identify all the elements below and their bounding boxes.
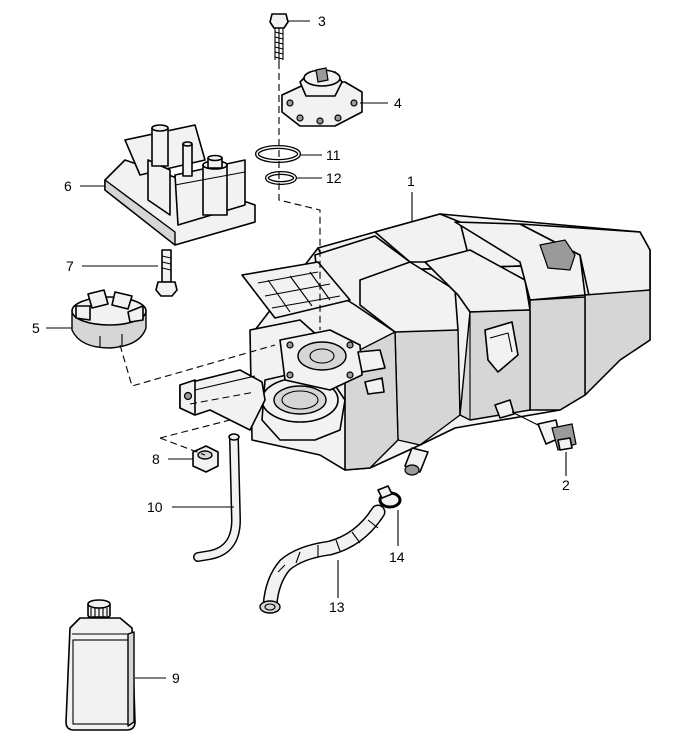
callout-8: 8 bbox=[152, 451, 160, 467]
callout-1: 1 bbox=[407, 173, 415, 189]
coolant-hose bbox=[259, 504, 386, 614]
o-ring-large bbox=[255, 145, 301, 163]
callout-14: 14 bbox=[389, 549, 405, 565]
callout-9: 9 bbox=[172, 670, 180, 686]
tank-cover-flange bbox=[281, 67, 363, 127]
level-sensor bbox=[511, 411, 577, 451]
coolant-bottle bbox=[65, 599, 136, 731]
o-ring-small bbox=[265, 171, 297, 185]
hose-clamp bbox=[377, 485, 402, 509]
coolant-expansion-tank bbox=[241, 213, 651, 476]
callout-3: 3 bbox=[318, 13, 326, 29]
callout-6: 6 bbox=[64, 178, 72, 194]
callout-7: 7 bbox=[66, 258, 74, 274]
callout-10: 10 bbox=[147, 499, 163, 515]
mounting-bolt bbox=[155, 249, 178, 297]
leader-lines bbox=[46, 20, 567, 679]
callout-11: 11 bbox=[326, 147, 341, 163]
rubber-mount bbox=[71, 289, 147, 349]
callout-2: 2 bbox=[562, 477, 570, 493]
hex-nut bbox=[192, 445, 219, 473]
callout-labels: 3 4 11 12 6 1 7 5 8 2 10 14 13 9 bbox=[32, 13, 570, 686]
cover-with-posts bbox=[104, 124, 256, 246]
filler-neck-housing bbox=[261, 329, 386, 441]
assembly-line-bracket bbox=[159, 391, 256, 456]
mounting-bracket bbox=[179, 369, 266, 431]
drain-tube bbox=[193, 433, 241, 562]
callout-4: 4 bbox=[394, 95, 402, 111]
assembly-line-vertical bbox=[278, 62, 321, 330]
callout-13: 13 bbox=[329, 599, 345, 615]
screw-bolt bbox=[269, 13, 289, 62]
callout-12: 12 bbox=[326, 170, 342, 186]
assembly-line-mount bbox=[119, 344, 276, 387]
callout-5: 5 bbox=[32, 320, 40, 336]
